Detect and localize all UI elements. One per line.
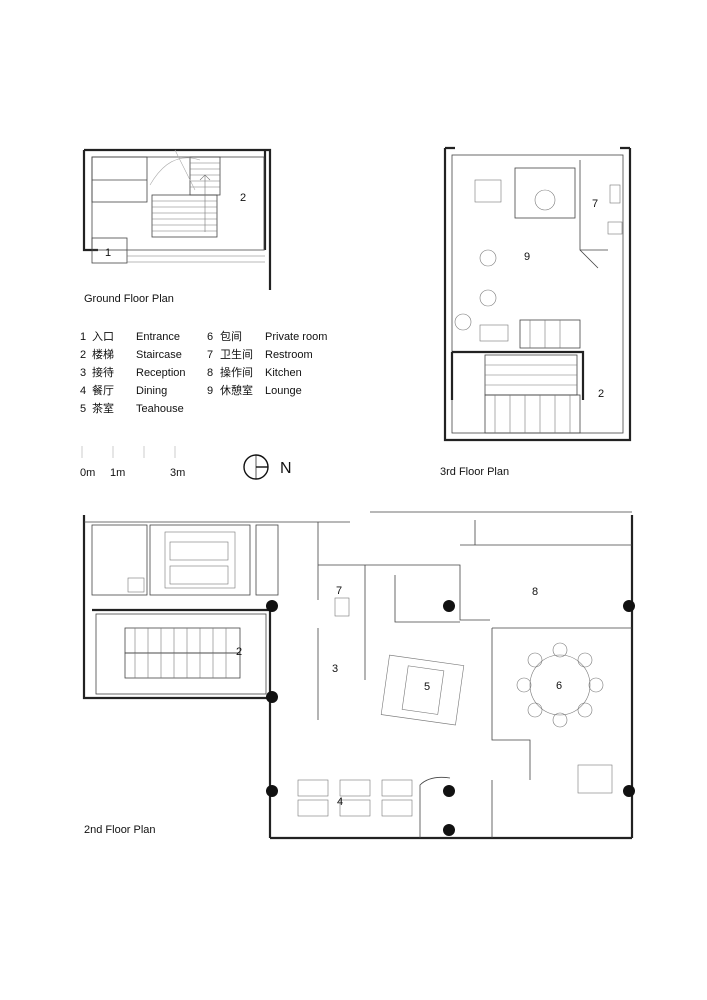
scale-label-3: 3m — [170, 467, 185, 479]
legend-item: 9 休憩室 Lounge — [207, 383, 302, 397]
legend-num: 7 — [207, 349, 213, 361]
third-floor-title: 3rd Floor Plan — [440, 466, 509, 478]
second-north-edge — [84, 511, 632, 523]
second-label-2: 2 — [236, 646, 242, 658]
legend-cn: 楼梯 — [92, 347, 114, 361]
third-bed — [514, 167, 576, 219]
second-floor-plan: 2 3 4 5 6 7 8 2nd Floor Plan — [82, 511, 635, 840]
legend: 1 入口 Entrance 2 楼梯 Staircase 3 接待 Recept… — [80, 330, 327, 415]
scale-label-1: 1m — [110, 467, 125, 479]
second-outer-walls-west — [82, 515, 272, 838]
ground-floor-plan: 1 2 Ground Floor Plan — [82, 148, 272, 305]
legend-en: Entrance — [136, 331, 180, 343]
legend-en: Reception — [136, 367, 186, 379]
second-label-6: 6 — [556, 680, 562, 692]
second-stair-walls — [92, 608, 272, 698]
ground-floor-title: Ground Floor Plan — [84, 293, 174, 305]
third-stair-walls — [452, 350, 585, 400]
third-restroom-walls — [579, 160, 608, 269]
ground-label-1: 1 — [105, 247, 111, 259]
ground-outer-walls — [82, 148, 272, 290]
ground-stairs — [151, 156, 221, 238]
legend-item: 7 卫生间 Restroom — [207, 347, 313, 361]
second-stairs — [124, 627, 241, 679]
legend-cn: 茶室 — [92, 401, 114, 415]
third-label-2: 2 — [598, 388, 604, 400]
ground-entrance-box — [91, 237, 128, 264]
legend-en: Dining — [136, 385, 167, 397]
third-label-7: 7 — [592, 198, 598, 210]
third-stairs — [484, 319, 581, 434]
legend-en: Staircase — [136, 349, 182, 361]
ground-label-2: 2 — [240, 192, 246, 204]
legend-item: 8 操作间 Kitchen — [207, 365, 302, 379]
legend-en: Private room — [265, 331, 327, 343]
legend-cn: 卫生间 — [220, 347, 253, 361]
second-tea-table — [380, 654, 465, 726]
legend-item: 5 茶室 Teahouse — [80, 401, 184, 415]
legend-item: 4 餐厅 Dining — [80, 383, 167, 397]
legend-cn: 休憩室 — [220, 383, 253, 397]
legend-en: Lounge — [265, 385, 302, 397]
second-label-5: 5 — [424, 681, 430, 693]
second-kitchen-walls — [394, 520, 632, 623]
legend-num: 8 — [207, 367, 213, 379]
ground-door-swings — [149, 149, 201, 191]
second-washroom — [91, 524, 148, 596]
legend-item: 6 包间 Private room — [207, 330, 327, 343]
second-dining-partitions — [419, 776, 493, 838]
second-private-room-walls — [491, 627, 632, 780]
north-arrow-icon: N — [243, 454, 292, 480]
second-dining-tables — [297, 779, 413, 817]
second-label-7: 7 — [336, 585, 342, 597]
legend-cn: 操作间 — [220, 365, 253, 379]
second-restroom-walls — [318, 564, 490, 621]
scale-bar: 0m 1m 3m — [80, 446, 185, 479]
legend-num: 9 — [207, 385, 213, 397]
scale-label-0: 0m — [80, 467, 95, 479]
second-label-4: 4 — [337, 796, 343, 808]
legend-cn: 包间 — [220, 330, 242, 343]
second-floor-title: 2nd Floor Plan — [84, 824, 156, 836]
north-letter: N — [280, 460, 292, 477]
legend-en: Kitchen — [265, 367, 302, 379]
second-label-3: 3 — [332, 663, 338, 675]
third-floor-plan: 7 9 2 3rd Floor Plan — [440, 146, 632, 478]
ground-room-box — [91, 156, 148, 203]
third-outer-walls — [443, 146, 632, 442]
second-corridor-walls — [317, 522, 366, 720]
legend-item: 2 楼梯 Staircase — [80, 347, 182, 361]
legend-num: 5 — [80, 403, 86, 415]
second-meeting-room — [149, 524, 251, 596]
second-shaft — [255, 524, 279, 596]
legend-cn: 餐厅 — [92, 383, 114, 397]
legend-num: 2 — [80, 349, 86, 361]
legend-num: 4 — [80, 385, 86, 397]
legend-item: 1 入口 Entrance — [80, 331, 180, 343]
legend-num: 3 — [80, 367, 86, 379]
second-round-table — [516, 642, 604, 728]
legend-num: 6 — [207, 331, 213, 343]
legend-item: 3 接待 Reception — [80, 365, 186, 379]
third-label-9: 9 — [524, 251, 530, 263]
legend-cn: 入口 — [92, 331, 114, 343]
legend-en: Teahouse — [136, 403, 184, 415]
second-columns — [266, 600, 635, 836]
legend-en: Restroom — [265, 349, 313, 361]
second-label-8: 8 — [532, 586, 538, 598]
ground-inner-outline — [91, 156, 265, 251]
legend-cn: 接待 — [92, 365, 114, 379]
legend-num: 1 — [80, 331, 86, 343]
